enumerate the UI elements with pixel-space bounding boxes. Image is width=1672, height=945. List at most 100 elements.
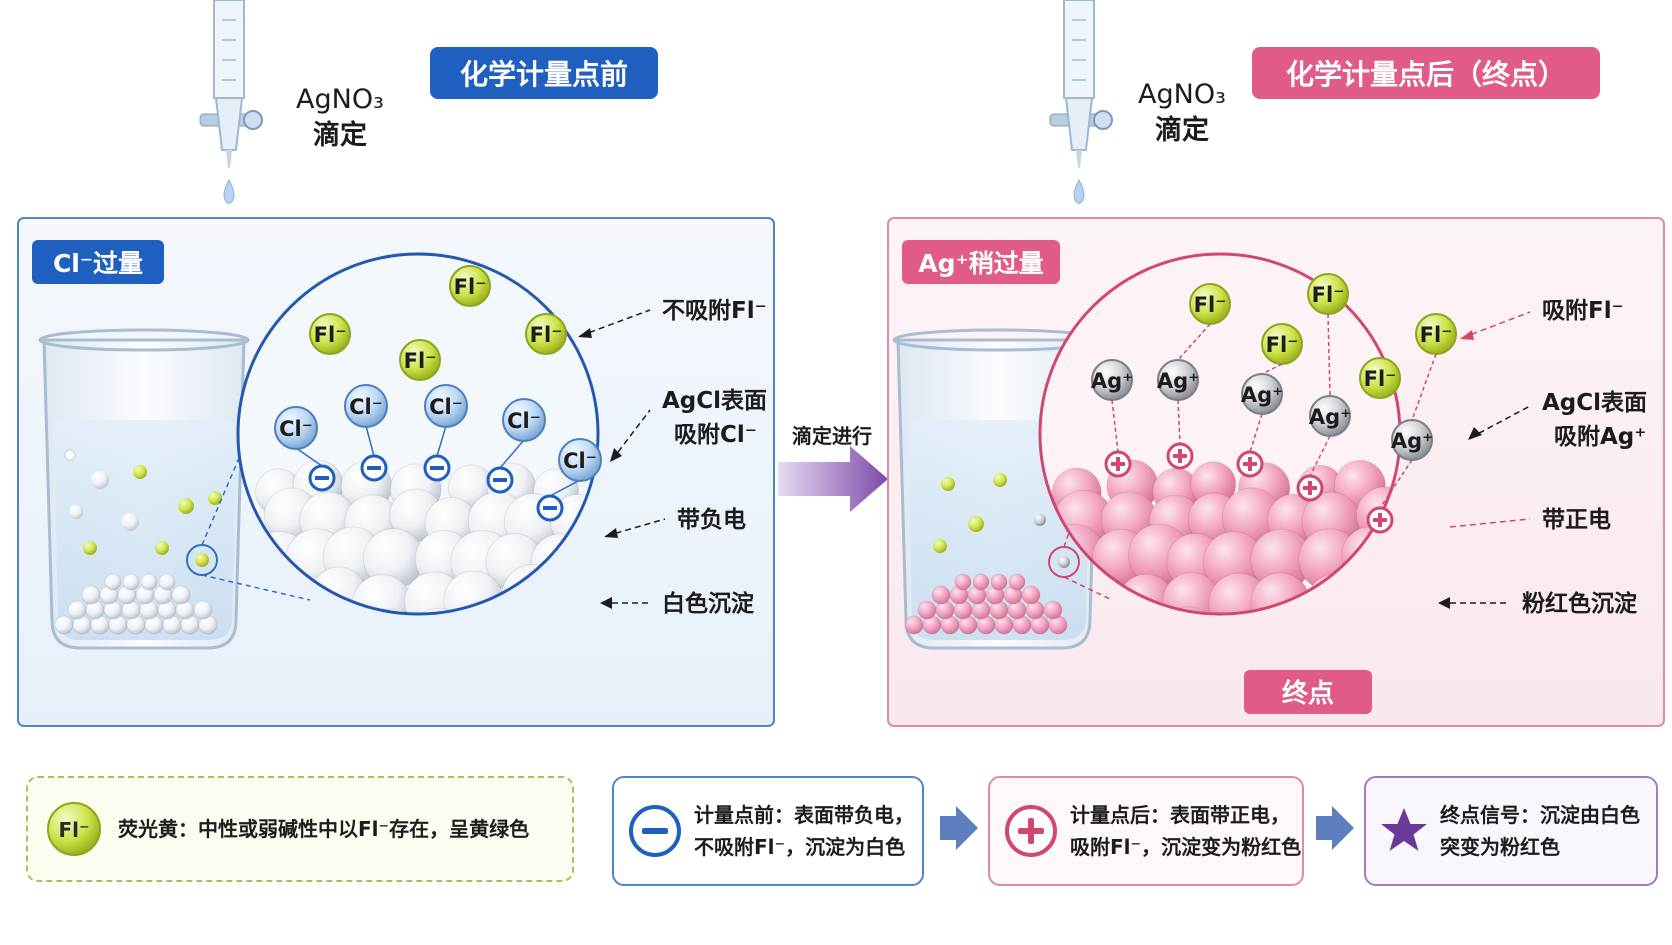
chloride-ion: Cl⁻ <box>558 438 602 482</box>
svg-text:Ag⁺: Ag⁺ <box>1091 369 1133 393</box>
after-callout-adsorb-fl: 吸附Fl⁻ <box>1542 297 1624 324</box>
svg-text:Fl⁻: Fl⁻ <box>530 323 563 347</box>
fluorescein-ion: Fl⁻ <box>1415 313 1457 355</box>
plus-circle-icon <box>1166 442 1194 470</box>
before-title-banner: 化学计量点前 <box>430 47 658 99</box>
before-badge-bg <box>32 240 164 284</box>
svg-text:Cl⁻: Cl⁻ <box>507 409 541 433</box>
fluorescein-ion: Fl⁻ <box>1189 283 1231 325</box>
svg-text:Fl⁻: Fl⁻ <box>404 349 437 373</box>
beaker-precipitate-particle <box>1021 585 1041 605</box>
after-magnified-view: Fl⁻ Fl⁻ Fl⁻ Fl⁻ Fl⁻ Ag⁺ Ag⁺ Ag⁺ Ag⁺ Ag⁺ <box>1038 252 1457 616</box>
minus-circle-icon <box>536 494 564 522</box>
beaker-precipitate-particle <box>954 573 972 591</box>
before-panel: Cl⁻过量 Fl⁻Fl⁻Fl⁻Fl⁻Cl⁻Cl⁻Cl <box>17 217 775 727</box>
silver-ion: Ag⁺ <box>1241 373 1283 415</box>
beaker-precipitate-particle <box>158 573 176 591</box>
legend-endpoint: 终点信号：沉淀由白色 突变为粉红色 <box>1364 776 1658 886</box>
fluorescein-ion: Fl⁻ <box>1359 357 1401 399</box>
fluorescein-ion: Fl⁻ <box>525 313 567 355</box>
silver-ion: Ag⁺ <box>1157 359 1199 401</box>
after-panel: Ag⁺稍过量 Fl⁻Fl⁻Fl⁻Fl⁻Fl⁻Ag⁺Ag⁺Ag⁺Ag⁺Ag⁺ <box>887 217 1665 727</box>
before-titrant-formula: AgNO₃ <box>296 84 384 115</box>
after-titrant-label: 滴定 <box>1155 114 1209 146</box>
before-badge: Cl⁻过量 <box>53 249 143 278</box>
arrow-right-icon <box>1316 806 1354 850</box>
beaker-precipitate-particle <box>917 600 937 620</box>
arrow-right-icon <box>940 806 978 850</box>
beaker-precipitate-particle <box>104 573 122 591</box>
fluorescein-ion: Fl⁻ <box>399 339 441 381</box>
svg-text:Ag⁺: Ag⁺ <box>1157 369 1199 393</box>
silver-ion: Ag⁺ <box>1391 419 1433 461</box>
minus-circle-icon <box>629 805 681 857</box>
legend-endpoint-line1: 终点信号：沉淀由白色 <box>1440 803 1640 827</box>
transition-label: 滴定进行 <box>792 424 872 448</box>
chloride-ion: Cl⁻ <box>502 398 546 442</box>
legend-after: 计量点后：表面带正电， 吸附Fl⁻，沉淀变为粉红色 <box>988 776 1304 886</box>
precipitate-particle <box>1157 606 1219 614</box>
svg-text:Ag⁺: Ag⁺ <box>1391 429 1433 453</box>
minus-circle-icon <box>308 464 336 492</box>
beaker-precipitate-particle <box>1008 573 1026 591</box>
precipitate-particle <box>408 607 471 614</box>
after-badge-bg <box>902 240 1060 284</box>
legend-endpoint-line2: 突变为粉红色 <box>1440 835 1560 859</box>
legend-before: 计量点前：表面带负电， 不吸附Fl⁻，沉淀为白色 <box>612 776 924 886</box>
silver-ion: Ag⁺ <box>1309 395 1351 437</box>
before-title: 化学计量点前 <box>460 58 628 91</box>
fluorescein-icon-label: Fl⁻ <box>58 818 89 842</box>
svg-text:Cl⁻: Cl⁻ <box>279 417 313 441</box>
after-title: 化学计量点后（终点） <box>1286 58 1566 91</box>
svg-text:Fl⁻: Fl⁻ <box>1420 323 1453 347</box>
legend-before-line2: 不吸附Fl⁻，沉淀为白色 <box>694 835 906 859</box>
plus-circle-icon <box>1236 450 1264 478</box>
svg-text:Fl⁻: Fl⁻ <box>1194 293 1227 317</box>
before-callout-adsorb-cl: 吸附Cl⁻ <box>674 421 757 448</box>
endpoint-badge: 终点 <box>1282 678 1334 709</box>
beaker-precipitate-particle <box>193 600 213 620</box>
legend-after-line2: 吸附Fl⁻，沉淀变为粉红色 <box>1070 835 1302 859</box>
fluorescein-ion: Fl⁻ <box>449 265 491 307</box>
fluorescein-ion: Fl⁻ <box>1307 273 1349 315</box>
beaker-precipitate-particle <box>904 615 924 635</box>
svg-text:Fl⁻: Fl⁻ <box>1364 367 1397 391</box>
after-callout-positive: 带正电 <box>1542 507 1611 533</box>
legend-before-line1: 计量点前：表面带负电， <box>694 803 914 827</box>
chloride-ion: Cl⁻ <box>274 406 318 450</box>
chloride-ion: Cl⁻ <box>424 384 468 428</box>
minus-circle-icon <box>360 454 388 482</box>
plus-circle-icon <box>1296 474 1324 502</box>
minus-circle-icon <box>486 466 514 494</box>
beaker-precipitate-particle <box>122 573 140 591</box>
before-callout-negative: 带负电 <box>677 507 746 533</box>
after-callout-adsorb-ag: 吸附Ag⁺ <box>1554 423 1646 450</box>
svg-text:Cl⁻: Cl⁻ <box>429 395 463 419</box>
beaker-precipitate-particle <box>972 573 990 591</box>
beaker-precipitate-particle <box>171 585 191 605</box>
svg-text:Fl⁻: Fl⁻ <box>1312 283 1345 307</box>
star-icon <box>1381 808 1427 851</box>
after-titrant-formula: AgNO₃ <box>1138 79 1226 110</box>
plus-circle-icon <box>1005 805 1057 857</box>
svg-text:Fl⁻: Fl⁻ <box>1266 333 1299 357</box>
plus-circle-icon <box>1366 506 1394 534</box>
chloride-ion: Cl⁻ <box>344 384 388 428</box>
before-callout-no-adsorb: 不吸附Fl⁻ <box>662 297 767 324</box>
before-titrant-label: 滴定 <box>313 119 367 151</box>
silver-ion: Ag⁺ <box>1091 359 1133 401</box>
minus-circle-icon <box>423 454 451 482</box>
before-callouts: 不吸附Fl⁻ AgCl表面 吸附Cl⁻ 带负电 白色沉淀 <box>578 297 767 617</box>
beaker-precipitate-particle <box>54 615 74 635</box>
svg-text:Ag⁺: Ag⁺ <box>1309 405 1351 429</box>
svg-text:Cl⁻: Cl⁻ <box>349 395 383 419</box>
legend-after-line1: 计量点后：表面带正电， <box>1070 803 1290 827</box>
before-magnified-view: Fl⁻Fl⁻Fl⁻Fl⁻Cl⁻Cl⁻Cl⁻Cl⁻Cl⁻ <box>236 252 602 616</box>
after-callout-surface: AgCl表面 <box>1542 390 1647 416</box>
beaker-precipitate-particle <box>990 573 1008 591</box>
after-callout-pink-ppt: 粉红色沉淀 <box>1522 590 1638 617</box>
arrow-right-icon <box>778 446 888 512</box>
fluorescein-ion: Fl⁻ <box>1261 323 1303 365</box>
endpoint-badge-bg <box>1244 670 1372 714</box>
